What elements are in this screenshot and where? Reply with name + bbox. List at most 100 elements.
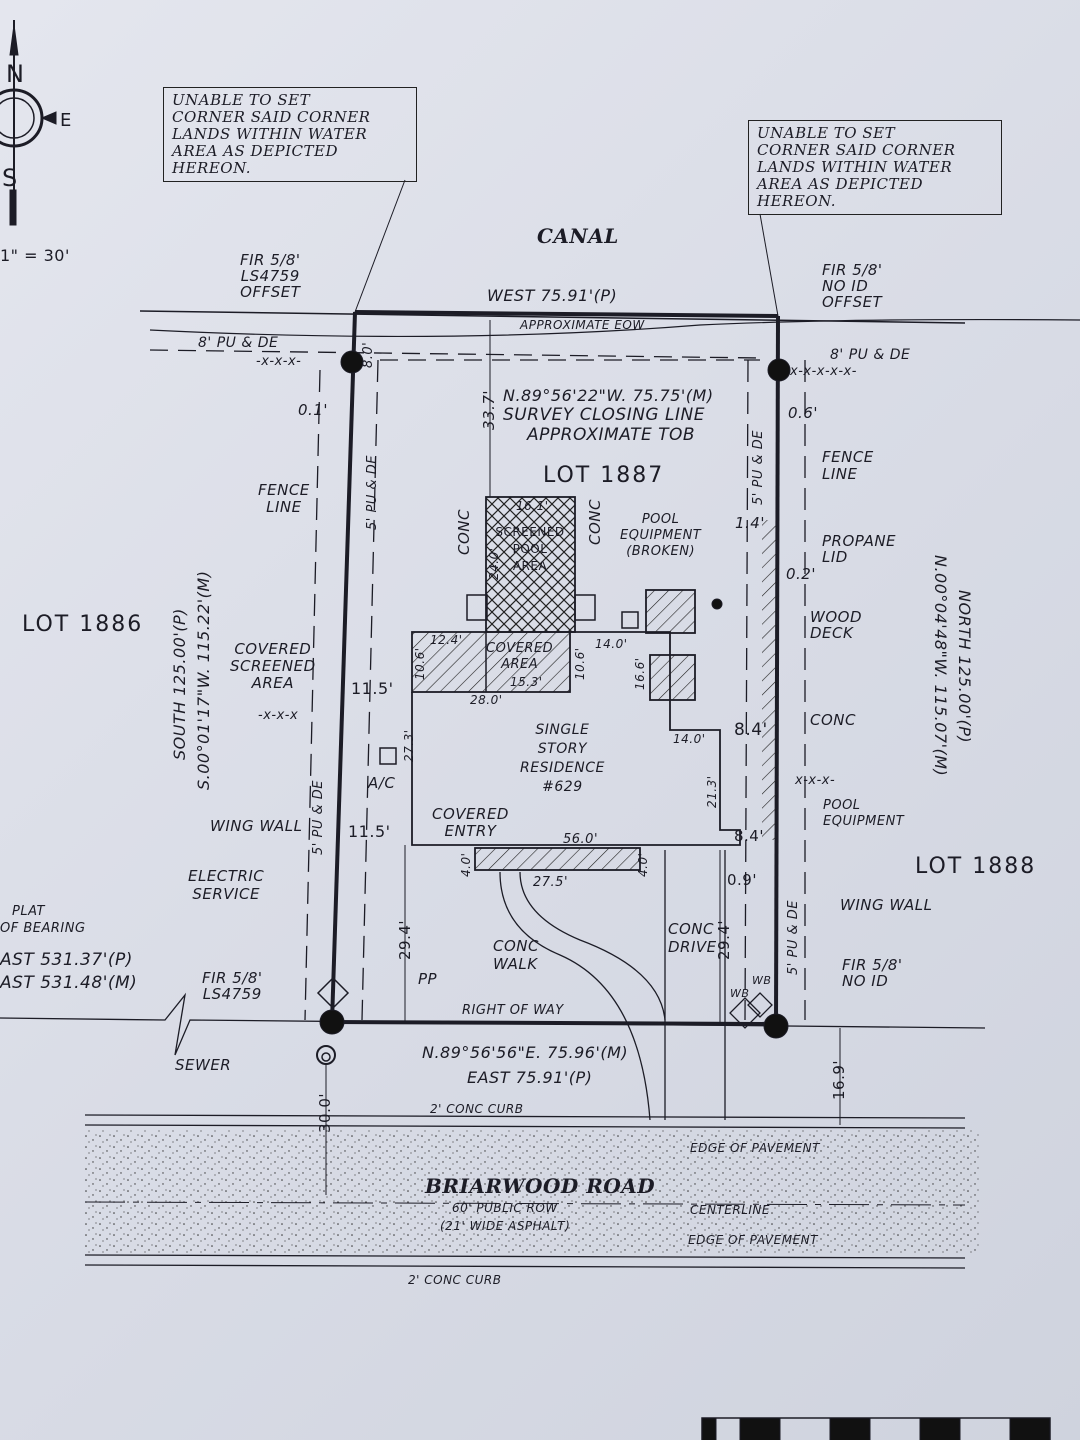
dim-16-1: 16.1' [516,499,549,513]
dim-4-0-left: 4.0' [459,852,473,877]
dim-12-4: 12.4' [430,633,463,647]
wing-wall-east-label: WING WALL [840,896,933,914]
conc-east-label: CONC [810,711,856,729]
dim-14-0-top: 14.0' [595,637,628,651]
text: EQUIPMENT [823,814,905,829]
note-line: LANDS WITHIN WATER [172,125,368,143]
fence-ne: x-x-x-x-x- [790,364,857,379]
text: LID [822,548,848,566]
text: WALK [493,955,538,973]
easement-nw: 8' PU & DE [198,335,279,351]
fence-e: x-x-x- [795,773,836,788]
conc-left-label: CONC [455,509,473,555]
scale-label: 1" = 30' [0,246,70,265]
dim-0-2: 0.2' [786,565,816,583]
plat-distance-m: AST 531.48'(M) [0,973,138,993]
text: AREA [501,657,539,672]
text: FIR 5/8' [240,251,301,269]
dim-14-0-bottom: 14.0' [673,732,706,746]
text: OFFSET [240,283,301,301]
text: DRIVE [668,938,717,956]
dim-28-0: 28.0' [470,693,503,707]
conc-right-label: CONC [586,499,604,545]
monument-se-label: FIR 5/8'NO ID [842,957,903,989]
text: COVERED [486,641,554,656]
dim-10-6-right: 10.6' [573,647,587,680]
dim-33-7: 33.7' [480,389,498,430]
lot-1886-label: LOT 1886 [22,612,144,637]
wing-wall-west-label: WING WALL [210,817,303,835]
dim-8-4-upper: 8.4' [734,720,768,740]
lot-1887-label: LOT 1887 [543,463,665,488]
text: FIR 5/8' [842,956,903,974]
note-line: AREA AS DEPICTED [757,175,924,193]
dim-8-0: 8.0' [361,341,376,368]
dim-1-4: 1.4' [735,514,765,532]
fence-nw: -x-x-x- [256,354,302,369]
edge-pavement-bottom-label: EDGE OF PAVEMENT [688,1233,818,1247]
curb-top-label: 2' CONC CURB [430,1102,524,1116]
note-right: UNABLE TO SET CORNER SAID CORNER LANDS W… [748,120,1002,215]
text: SINGLE [535,722,590,738]
dim-11-5-upper: 11.5' [351,679,394,698]
dim-0-9: 0.9' [727,871,757,889]
plat-bearing-label: OF BEARING [0,921,86,936]
text: COVERED [432,805,509,823]
eow-label: APPROXIMATE EOW [520,318,645,332]
plat-distance-p: AST 531.37'(P) [0,950,133,970]
closing-line-label: SURVEY CLOSING LINE [503,405,705,425]
right-of-way-label: RIGHT OF WAY [462,1003,564,1018]
compass-east-label: E [60,110,72,131]
text: STORY [537,741,588,757]
pp-label: PP [418,970,438,988]
text: LS4759 [240,267,300,285]
centerline-label: CENTERLINE [690,1203,770,1217]
dim-27-3: 27.3' [402,729,416,762]
dim-30-0: 30.0' [316,1092,334,1133]
text: CONC [493,937,539,955]
text: PROPANE [822,532,897,550]
text: SERVICE [192,885,260,903]
easement-west-lower: 5' PU & DE [311,780,326,855]
south-boundary-plat: EAST 75.91'(P) [467,1068,593,1087]
text: #629 [542,779,583,795]
plat-label: PLAT [12,904,45,919]
easement-ne: 8' PU & DE [830,347,911,363]
note-line: CORNER SAID CORNER [172,108,371,126]
text: LINE [822,465,858,483]
asphalt-label: (21' WIDE ASPHALT) [440,1219,571,1233]
lot-1888-label: LOT 1888 [915,854,1037,879]
compass-south-label: S [2,164,18,192]
text: SCREENED [495,525,565,539]
south-boundary-measured: N.89°56'56"E. 75.96'(M) [422,1043,629,1062]
text: WOOD [810,608,862,626]
dim-27-5: 27.5' [533,875,569,890]
west-boundary-measured: S.00°01'17"W. 115.22'(M) [194,570,213,790]
dim-21-3: 21.3' [705,775,719,808]
approx-tob-label: APPROXIMATE TOB [527,425,696,445]
text: EQUIPMENT [620,528,702,543]
dim-16-6: 16.6' [633,657,647,690]
note-left: UNABLE TO SET CORNER SAID CORNER LANDS W… [163,87,417,182]
east-boundary-plat: NORTH 125.00'(P) [955,590,974,744]
text: LINE [266,498,302,516]
dim-10-6-left: 10.6' [413,647,427,680]
note-line: LANDS WITHIN WATER [757,158,953,176]
text: NO ID [842,972,889,990]
monument-sw-label: FIR 5/8'LS4759 [202,970,263,1002]
easement-west-upper: 5' PU & DE [365,455,380,530]
text: RESIDENCE [520,760,605,776]
wb-label-2: WB [752,974,772,987]
text: SCREENED [230,657,316,675]
